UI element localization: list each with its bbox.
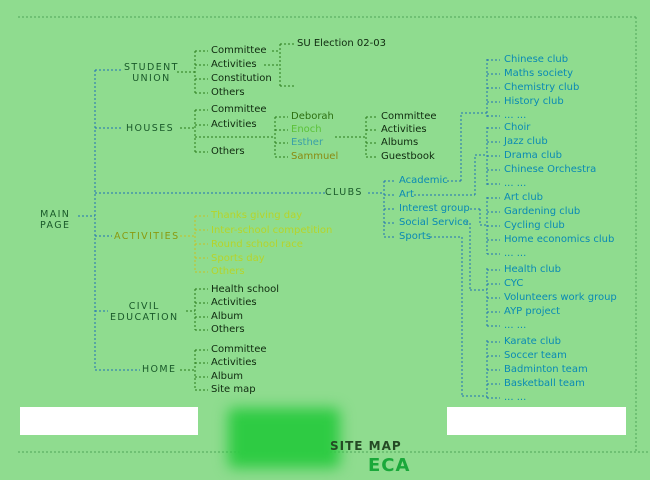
student-union-committee-link[interactable]: Committee <box>211 45 267 56</box>
activity-thanksgiving-link[interactable]: Thanks giving day <box>211 210 303 221</box>
houses-committee-link[interactable]: Committee <box>211 104 267 115</box>
club-history-link[interactable]: History club <box>504 96 564 107</box>
clubs-social-service-link[interactable]: Social Service <box>399 217 469 228</box>
club-interest-more-link[interactable]: ... ... <box>504 248 527 259</box>
student-union-link[interactable]: STUDENT UNION <box>124 62 179 85</box>
clubs-art-link[interactable]: Art <box>399 189 414 200</box>
activity-inter-school-link[interactable]: Inter-school competition <box>211 225 333 236</box>
club-basketball-link[interactable]: Basketball team <box>504 378 585 389</box>
civil-album-link[interactable]: Album <box>211 311 244 322</box>
civil-education-label-line2: EDUCATION <box>110 311 179 323</box>
student-union-activities-link[interactable]: Activities <box>211 59 257 70</box>
house-albums-link[interactable]: Albums <box>381 137 419 148</box>
club-cycling-link[interactable]: Cycling club <box>504 220 565 231</box>
civil-others-link[interactable]: Others <box>211 324 245 335</box>
club-soccer-link[interactable]: Soccer team <box>504 350 567 361</box>
club-health-link[interactable]: Health club <box>504 264 561 275</box>
house-enoch-link[interactable]: Enoch <box>291 124 322 135</box>
club-badminton-link[interactable]: Badminton team <box>504 364 588 375</box>
footer-left-panel <box>20 407 198 435</box>
houses-others-link[interactable]: Others <box>211 146 245 157</box>
club-ayp-link[interactable]: AYP project <box>504 306 561 317</box>
main-page-link[interactable]: MAIN PAGE <box>40 209 71 232</box>
blurred-logo <box>228 408 340 468</box>
house-deborah-link[interactable]: Deborah <box>291 111 334 122</box>
club-choir-link[interactable]: Choir <box>504 122 531 133</box>
club-cyc-link[interactable]: CYC <box>504 278 524 289</box>
club-chemistry-link[interactable]: Chemistry club <box>504 82 580 93</box>
activity-sports-day-link[interactable]: Sports day <box>211 253 265 264</box>
main-page-label-line2: PAGE <box>40 219 71 231</box>
activities-link[interactable]: ACTIVITIES <box>114 231 180 242</box>
student-union-label-line1: STUDENT <box>124 62 179 73</box>
site-map-title: SITE MAP <box>330 439 402 453</box>
club-gardening-link[interactable]: Gardening club <box>504 206 581 217</box>
clubs-link[interactable]: CLUBS <box>325 187 363 198</box>
house-committee-link[interactable]: Committee <box>381 111 437 122</box>
civil-health-school-link[interactable]: Health school <box>211 284 280 295</box>
club-jazz-link[interactable]: Jazz club <box>504 136 548 147</box>
civil-activities-link[interactable]: Activities <box>211 297 257 308</box>
home-album-link[interactable]: Album <box>211 371 244 382</box>
house-guestbook-link[interactable]: Guestbook <box>381 151 435 162</box>
student-union-label-line2: UNION <box>132 72 171 84</box>
club-sports-more-link[interactable]: ... ... <box>504 392 527 403</box>
student-union-constitution-link[interactable]: Constitution <box>211 73 272 84</box>
club-service-more-link[interactable]: ... ... <box>504 320 527 331</box>
main-page-label-line1: MAIN <box>40 209 71 220</box>
club-karate-link[interactable]: Karate club <box>504 336 561 347</box>
clubs-sports-link[interactable]: Sports <box>399 231 432 242</box>
house-sammuel-link[interactable]: Sammuel <box>291 151 339 162</box>
club-drama-link[interactable]: Drama club <box>504 150 562 161</box>
civil-education-label-line1: CIVIL <box>128 301 160 312</box>
clubs-academic-link[interactable]: Academic <box>399 175 448 186</box>
club-maths-link[interactable]: Maths society <box>504 68 573 79</box>
eca-title: ECA <box>368 455 411 476</box>
civil-education-link[interactable]: CIVIL EDUCATION <box>110 301 179 324</box>
club-art-more-link[interactable]: ... ... <box>504 178 527 189</box>
student-union-others-link[interactable]: Others <box>211 87 245 98</box>
clubs-interest-group-link[interactable]: Interest group <box>399 203 470 214</box>
home-site-map-link[interactable]: Site map <box>211 384 256 395</box>
footer-right-panel <box>447 407 626 435</box>
club-chinese-link[interactable]: Chinese club <box>504 54 569 65</box>
su-election-link[interactable]: SU Election 02-03 <box>297 38 386 49</box>
home-link[interactable]: HOME <box>142 364 177 375</box>
houses-activities-link[interactable]: Activities <box>211 119 257 130</box>
houses-link[interactable]: HOUSES <box>126 123 175 134</box>
home-activities-link[interactable]: Activities <box>211 357 257 368</box>
club-orchestra-link[interactable]: Chinese Orchestra <box>504 164 597 175</box>
house-activities-link[interactable]: Activities <box>381 124 427 135</box>
club-home-economics-link[interactable]: Home economics club <box>504 234 615 245</box>
home-committee-link[interactable]: Committee <box>211 344 267 355</box>
activity-round-school-race-link[interactable]: Round school race <box>211 239 303 250</box>
club-volunteers-link[interactable]: Volunteers work group <box>504 292 617 303</box>
club-academic-more-link[interactable]: ... ... <box>504 110 527 121</box>
club-art-club-link[interactable]: Art club <box>504 192 544 203</box>
activity-others-link[interactable]: Others <box>211 266 245 277</box>
house-esther-link[interactable]: Esther <box>291 137 324 148</box>
